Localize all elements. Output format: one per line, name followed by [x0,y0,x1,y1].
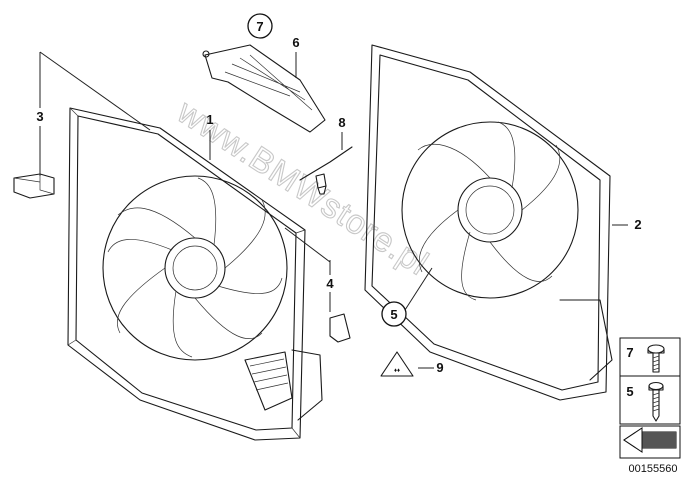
bracket-6 [202,44,326,133]
callout-8: 8 [338,115,345,130]
callout-4: 4 [326,276,334,291]
callout-7-circle [247,13,273,39]
catalog-number: 00155560 [629,463,678,475]
callouts: 1 2 3 4 5 6 7 8 9 [36,13,642,375]
svg-text:♦♦: ♦♦ [394,368,400,374]
sensor-8 [299,146,353,195]
callout-9: 9 [436,360,443,375]
fan-shroud-2 [364,44,613,401]
callout-5: 5 [390,307,397,322]
clip-4 [329,313,351,343]
label-9: ♦♦ [380,351,414,377]
connector-3 [13,173,55,199]
callout-3: 3 [36,109,43,124]
legend-7: 7 [626,345,633,360]
callout-7: 7 [256,19,263,34]
arrow-icon [642,432,676,448]
callout-2: 2 [634,217,641,232]
callout-6: 6 [292,35,299,50]
screw-7-icon [647,344,665,373]
direction-arrow-box [619,425,681,459]
callout-5-circle [381,301,407,327]
legend-5: 5 [626,384,633,399]
leader-lines [39,51,628,369]
callout-1: 1 [206,112,213,127]
fan-shroud-1 [67,107,323,441]
screw-legend: 7 5 [619,337,681,425]
screw-5-icon [648,381,664,422]
